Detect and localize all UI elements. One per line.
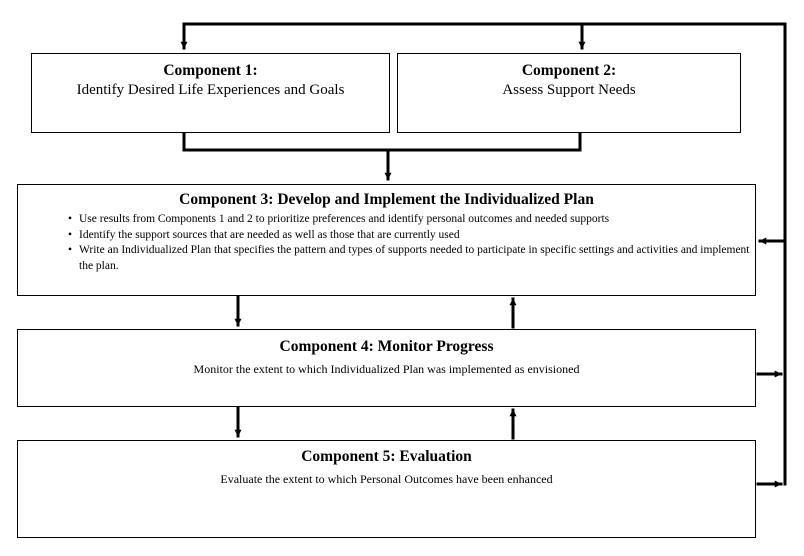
component-3-bullet: Use results from Components 1 and 2 to p…: [68, 212, 755, 228]
component-3-box: Component 3: Develop and Implement the I…: [17, 184, 756, 296]
component-5-box: Component 5: Evaluation Evaluate the ext…: [17, 440, 756, 538]
component-5-title: Component 5: Evaluation: [301, 448, 472, 465]
component-3-bullet: Identify the support sources that are ne…: [68, 228, 755, 244]
component-1-title: Component 1:: [163, 62, 258, 79]
component-4-box: Component 4: Monitor Progress Monitor th…: [17, 329, 756, 407]
component-2-title: Component 2:: [521, 62, 617, 79]
component-1-subtitle: Identify Desired Life Experiences and Go…: [76, 82, 345, 98]
component-2-subtitle: Assess Support Needs: [502, 82, 636, 98]
component-4-title: Component 4: Monitor Progress: [279, 338, 494, 355]
component-4-description: Monitor the extent to which Individualiz…: [193, 362, 580, 376]
component-5-description: Evaluate the extent to which Personal Ou…: [220, 472, 553, 486]
component-1-box: Component 1: Identify Desired Life Exper…: [31, 53, 390, 133]
component-3-bullet: Write an Individualized Plan that specif…: [68, 243, 755, 274]
component-2-box: Component 2: Assess Support Needs: [397, 53, 741, 133]
merge-bracket: [182, 132, 582, 152]
component-3-title: Component 3: Develop and Implement the I…: [179, 191, 594, 208]
component-3-bullet-list: Use results from Components 1 and 2 to p…: [18, 212, 755, 274]
feedback-loop-top-line: [180, 22, 787, 50]
